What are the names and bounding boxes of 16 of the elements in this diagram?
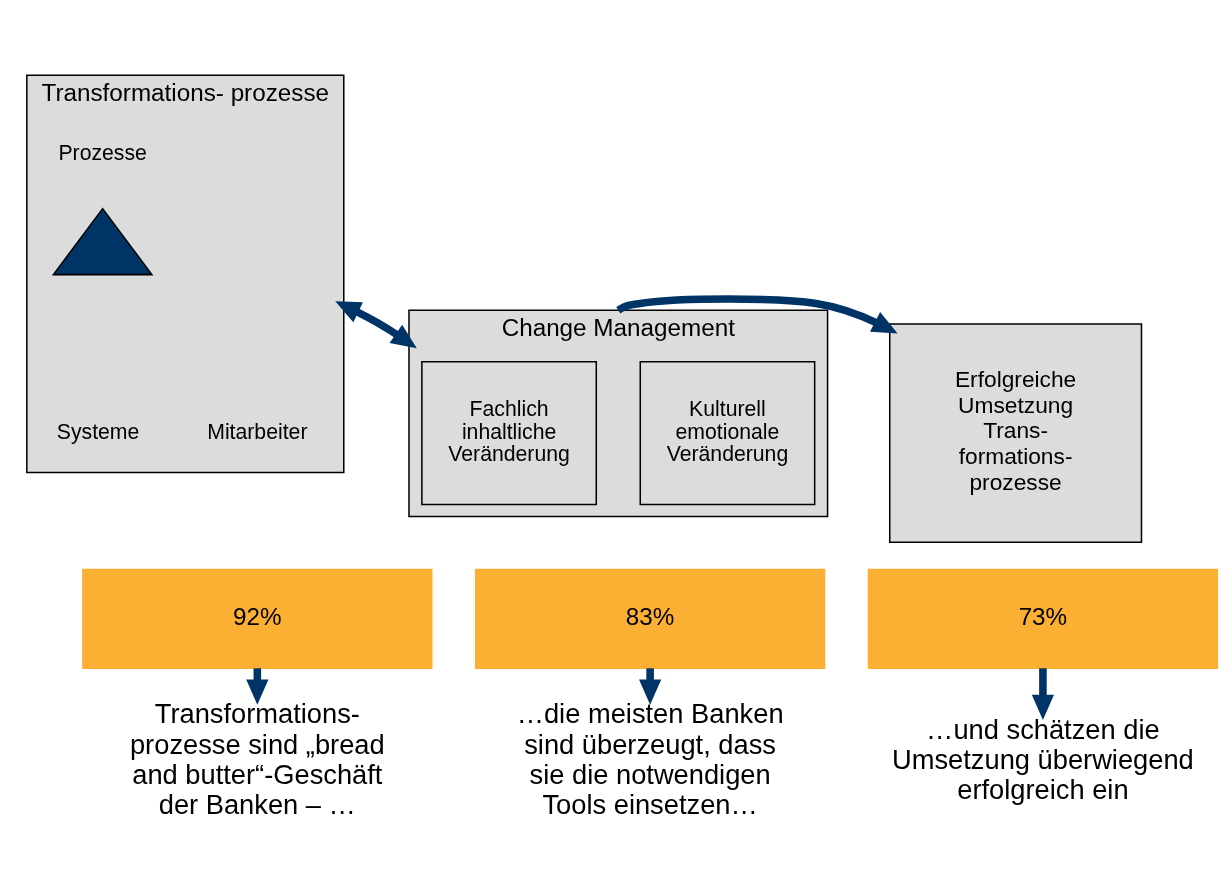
node-label: Systeme	[56, 419, 140, 443]
node-label: Mitarbeiter	[207, 419, 308, 443]
node-box: 92%	[82, 568, 433, 669]
node-text: …die meisten Banken sind überzeugt, dass sie die notwendigen Tools einsetzen…	[516, 697, 784, 820]
node-text: …und schätzen die Umsetzung überwiegend erfolgreich ein	[892, 713, 1194, 805]
node-label: Prozesse	[58, 140, 147, 164]
arrow	[335, 300, 417, 348]
arrow	[1031, 667, 1054, 720]
node-box: 73%	[867, 568, 1219, 669]
node-box: Fachlich inhaltliche Veränderung	[421, 360, 598, 505]
node-box: Kulturell emotionale Veränderung	[639, 360, 816, 505]
node-box: 83%	[474, 568, 826, 669]
node-triangle	[51, 206, 154, 275]
arrow	[616, 294, 898, 333]
node-text: Transformations- prozesse sind „bread and butter“-Geschäft der Banken – …	[129, 697, 385, 820]
node-box: Erfolgreiche Umsetzung Trans- formations- prozesse	[889, 322, 1143, 543]
